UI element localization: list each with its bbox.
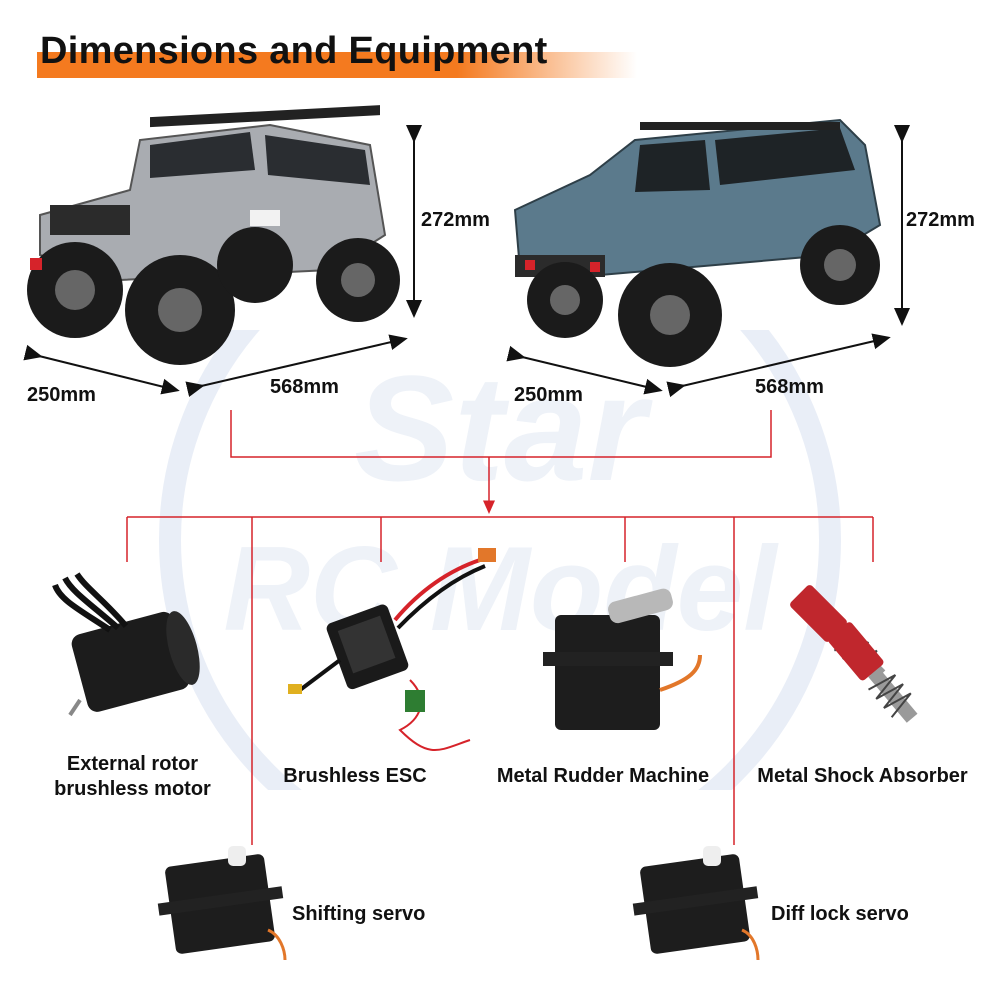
right-length-arrow bbox=[666, 333, 891, 398]
left-car-image bbox=[27, 105, 400, 365]
left-height-label: 272mm bbox=[421, 209, 490, 231]
right-length-label: 568mm bbox=[755, 376, 824, 398]
right-width-label: 250mm bbox=[514, 384, 583, 406]
right-height-label: 272mm bbox=[906, 209, 975, 231]
brushless-motor-image bbox=[52, 572, 200, 717]
brushless-motor-label: External rotor brushless motor bbox=[54, 753, 211, 800]
title-underline-bar bbox=[37, 52, 637, 78]
right-width-arrow bbox=[506, 345, 663, 395]
watermark-logo: Star RC Model bbox=[159, 330, 841, 790]
shifting-servo-image bbox=[157, 846, 287, 961]
metal-rudder-machine-label: Metal Rudder Machine bbox=[496, 765, 710, 787]
brushless-esc-label: Brushless ESC bbox=[283, 765, 427, 787]
brushless-esc-image bbox=[288, 548, 496, 751]
diff-lock-servo-label: Diff lock servo bbox=[771, 903, 909, 925]
left-length-label: 568mm bbox=[270, 376, 339, 398]
left-length-arrow bbox=[185, 334, 408, 398]
left-width-label: 250mm bbox=[27, 384, 96, 406]
diff-lock-servo-image bbox=[632, 846, 760, 961]
shock-absorber-image bbox=[790, 585, 918, 723]
left-width-arrow bbox=[23, 344, 180, 395]
right-car-image bbox=[513, 118, 882, 367]
metal-servo-image bbox=[543, 588, 702, 730]
shifting-servo-label: Shifting servo bbox=[292, 903, 426, 925]
svg-text:RC Model: RC Model bbox=[223, 522, 779, 656]
page-title: Dimensions and Equipment bbox=[40, 30, 548, 72]
metal-shock-absorber-label: Metal Shock Absorber bbox=[757, 765, 968, 787]
connector-lines bbox=[126, 410, 874, 845]
